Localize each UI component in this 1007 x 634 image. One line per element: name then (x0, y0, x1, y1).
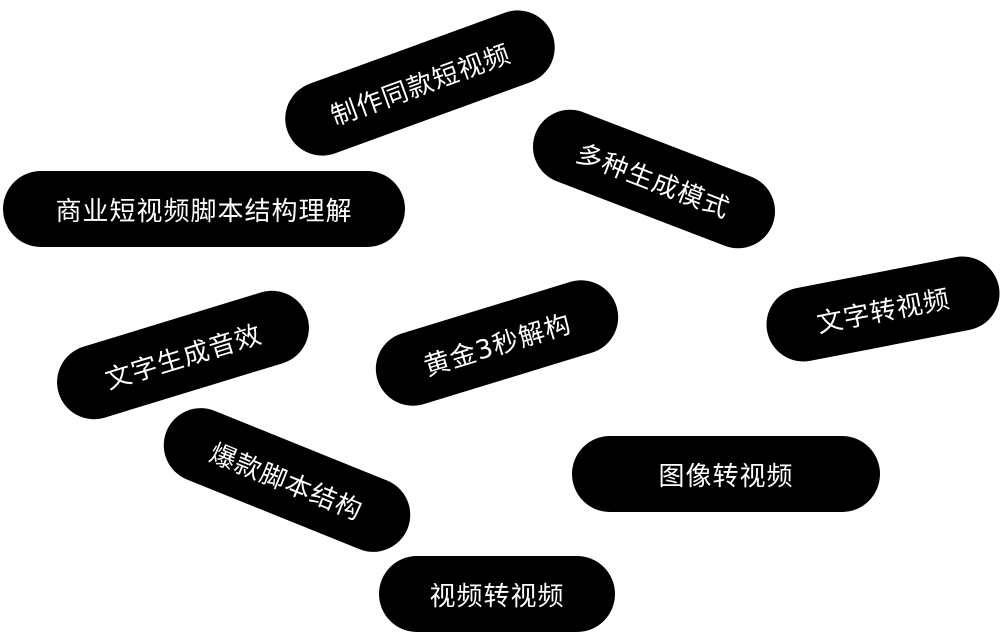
feature-tag-commercial-script-structure[interactable]: 商业短视频脚本结构理解 (3, 171, 405, 247)
feature-tag-viral-script-structure[interactable]: 爆款脚本结构 (152, 396, 422, 564)
feature-tag-image-to-video[interactable]: 图像转视频 (572, 436, 880, 512)
feature-tag-multiple-generation-modes[interactable]: 多种生成模式 (522, 98, 786, 260)
feature-tag-video-to-video[interactable]: 视频转视频 (379, 556, 615, 632)
feature-tag-text-to-sound-effect[interactable]: 文字生成音效 (47, 281, 319, 429)
feature-tag-text-to-video[interactable]: 文字转视频 (760, 250, 1006, 368)
feature-tag-golden-3-seconds[interactable]: 黄金3秒解构 (366, 271, 628, 415)
feature-tag-make-same-short-video[interactable]: 制作同款短视频 (274, 0, 566, 166)
